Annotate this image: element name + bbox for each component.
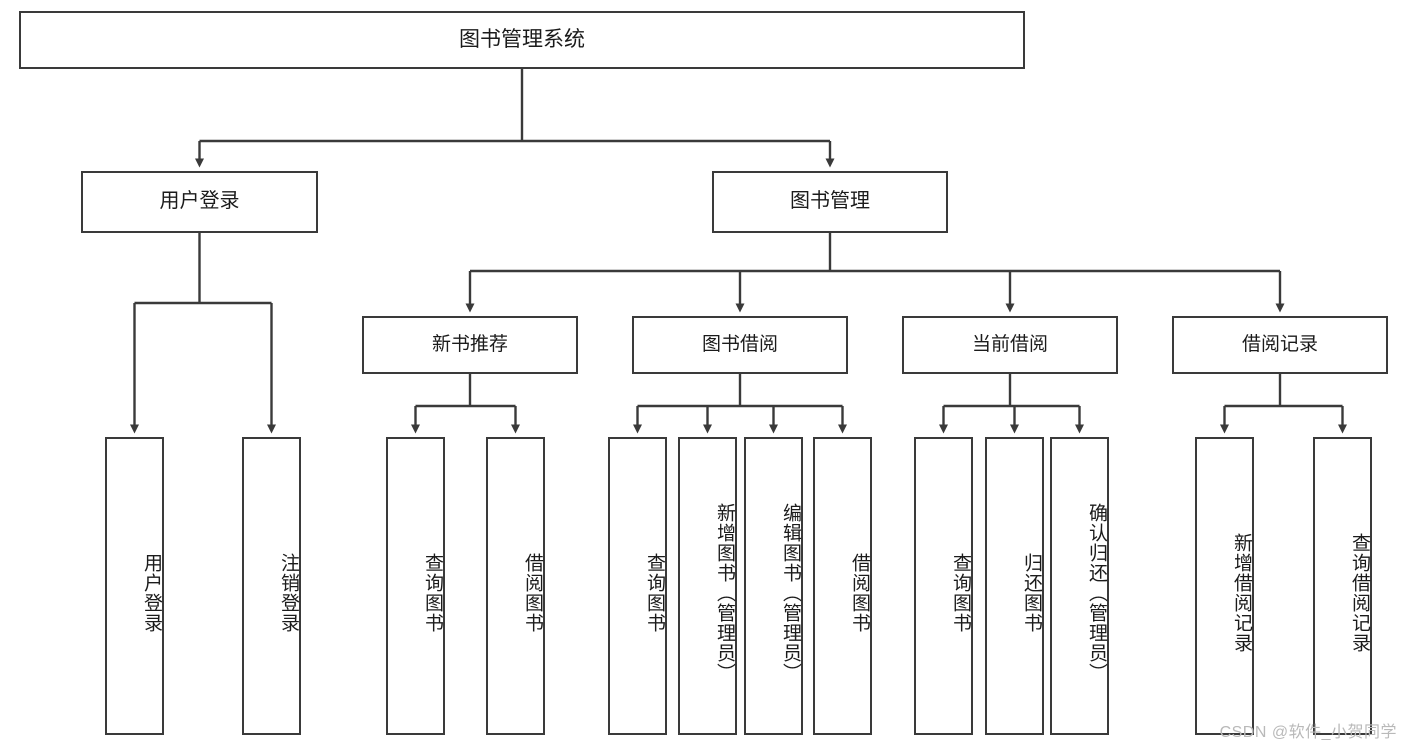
- node-user-login[interactable]: 用户登录: [81, 171, 318, 233]
- node-label: 编辑图书（管理员）: [780, 503, 801, 683]
- node-leaf-user-logout[interactable]: 注销登录: [242, 437, 301, 735]
- node-leaf-return-book[interactable]: 归还图书: [985, 437, 1044, 735]
- node-leaf-add-book[interactable]: 新增图书（管理员）: [678, 437, 737, 735]
- node-leaf-query-book-2[interactable]: 查询图书: [608, 437, 667, 735]
- node-borrow-record[interactable]: 借阅记录: [1172, 316, 1388, 374]
- node-label: 查询图书: [422, 553, 443, 633]
- node-label: 当前借阅: [971, 333, 1048, 355]
- node-leaf-borrow-book-1[interactable]: 借阅图书: [486, 437, 545, 735]
- node-label: 图书借阅: [701, 333, 778, 355]
- node-leaf-add-record[interactable]: 新增借阅记录: [1195, 437, 1254, 735]
- node-leaf-confirm-return[interactable]: 确认归还（管理员）: [1050, 437, 1109, 735]
- node-label: 借阅记录: [1241, 333, 1318, 355]
- watermark-text: CSDN @软件_小贺同学: [1219, 724, 1397, 741]
- node-leaf-borrow-book-2[interactable]: 借阅图书: [813, 437, 872, 735]
- node-new-book-recommend[interactable]: 新书推荐: [362, 316, 578, 374]
- node-label: 图书管理: [790, 190, 870, 213]
- node-label: 查询图书: [644, 553, 665, 633]
- node-label: 查询借阅记录: [1349, 533, 1370, 653]
- node-root[interactable]: 图书管理系统: [19, 11, 1025, 69]
- node-leaf-user-login[interactable]: 用户登录: [105, 437, 164, 735]
- node-book-borrow[interactable]: 图书借阅: [632, 316, 848, 374]
- node-label: 新书推荐: [431, 333, 508, 355]
- node-label: 借阅图书: [849, 553, 870, 633]
- node-current-borrow[interactable]: 当前借阅: [902, 316, 1118, 374]
- node-label: 图书管理系统: [459, 27, 585, 51]
- node-label: 用户登录: [159, 190, 240, 213]
- node-leaf-query-record[interactable]: 查询借阅记录: [1313, 437, 1372, 735]
- node-leaf-edit-book[interactable]: 编辑图书（管理员）: [744, 437, 803, 735]
- node-label: 查询图书: [950, 553, 971, 633]
- node-label: 新增借阅记录: [1231, 533, 1252, 653]
- node-label: 新增图书（管理员）: [714, 503, 735, 683]
- node-leaf-query-book-3[interactable]: 查询图书: [914, 437, 973, 735]
- node-label: 借阅图书: [522, 553, 543, 633]
- node-label: 用户登录: [141, 553, 162, 633]
- node-book-manage[interactable]: 图书管理: [712, 171, 948, 233]
- node-label: 确认归还（管理员）: [1086, 503, 1107, 683]
- node-label: 注销登录: [278, 553, 299, 633]
- node-leaf-query-book-1[interactable]: 查询图书: [386, 437, 445, 735]
- node-label: 归还图书: [1021, 553, 1042, 633]
